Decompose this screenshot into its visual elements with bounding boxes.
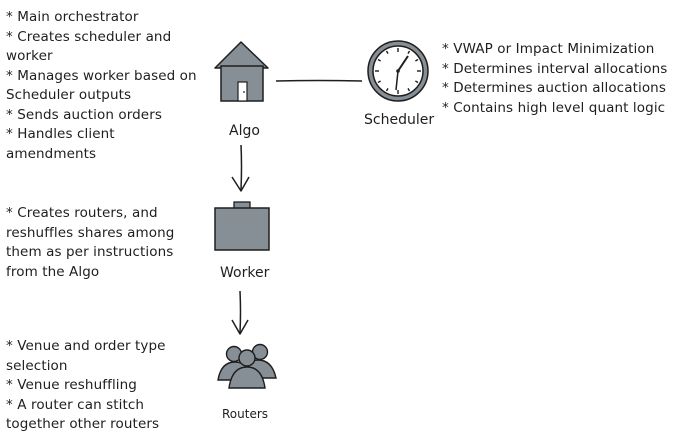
- algo-scheduler-connector: [275, 79, 363, 82]
- house-icon: [214, 41, 269, 102]
- routers-label: Routers: [222, 407, 269, 421]
- worker-routers-arrow: [231, 290, 249, 335]
- algo-worker-arrow: [231, 144, 250, 192]
- scheduler-notes: * VWAP or Impact Minimization * Determin…: [442, 41, 668, 116]
- scheduler-label: Scheduler: [364, 112, 435, 128]
- briefcase-icon: [214, 201, 270, 251]
- algo-label: Algo: [229, 123, 260, 139]
- routers-notes: * Venue and order type selection * Venue…: [6, 338, 166, 432]
- algo-notes: * Main orchestrator * Creates scheduler …: [6, 9, 197, 162]
- people-group-icon: [217, 343, 277, 389]
- worker-notes: * Creates routers, and reshuffles shares…: [6, 205, 175, 280]
- clock-icon: [367, 40, 429, 102]
- worker-label: Worker: [220, 265, 270, 281]
